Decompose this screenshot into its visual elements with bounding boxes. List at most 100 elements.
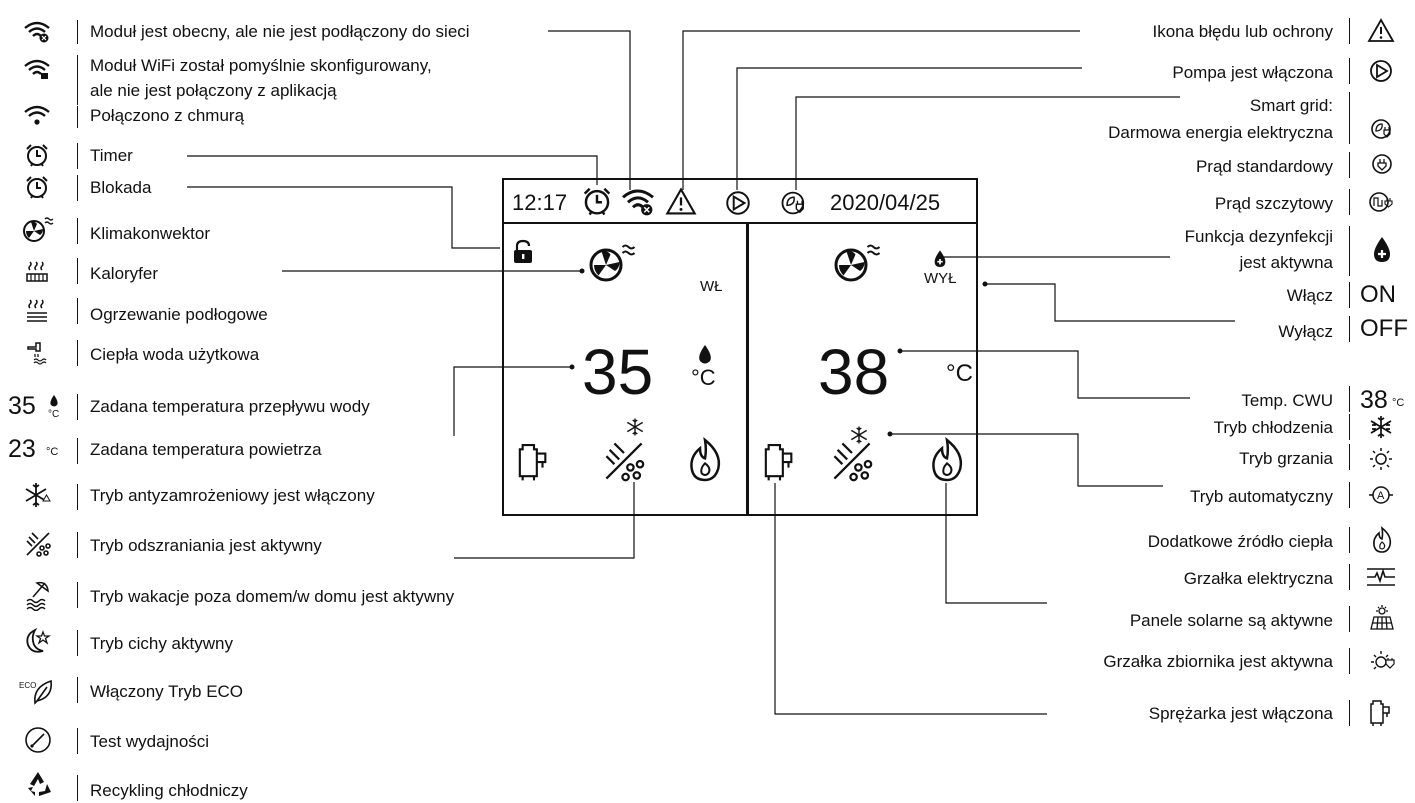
legend-label: Blokada [90,178,152,197]
pump-icon [1366,56,1396,86]
legend-label: Moduł jest obecny, ale nie jest podłączo… [90,22,470,41]
radiator-icon [22,257,52,287]
standard-power-icon [1368,149,1396,179]
defrost-icon [598,436,650,486]
dhw-tap-icon [22,337,52,367]
water-flow-temp-icon: °C [690,342,720,390]
peak-power-icon [1366,187,1398,217]
free-energy-icon [1368,114,1396,144]
legend-label: Darmowa energia elektryczna [1108,123,1333,142]
wifi-module-not-connected-icon [618,184,658,218]
legend-label: Tryb chłodzenia [1213,418,1333,437]
legend-label: Test wydajności [90,732,210,751]
timer-icon [22,140,52,170]
disinfection-icon [1368,234,1396,266]
air-temp-value: 23 [8,435,36,463]
status-bar: 12:17 2020/04/25 [504,180,976,224]
svg-text:ECO: ECO [19,681,36,690]
legend-label: Prąd standardowy [1195,157,1333,176]
legend-label: Ikona błędu lub ochrony [1152,22,1333,41]
timer-icon [580,184,614,218]
legend-label: Wyłącz [1278,322,1333,341]
recycle-icon [22,768,54,800]
legend-label: Tryb odszraniania jest aktywny [90,536,322,555]
eco-mode-icon: ECO [18,676,58,706]
free-energy-icon [779,188,809,218]
legend-label: Pompa jest włączona [1172,63,1333,82]
legend-label: Ogrzewanie podłogowe [90,305,268,324]
legend-label: Tryb cichy aktywny [90,634,233,653]
legend-label: Tryb antyzamrożeniowy jest włączony [90,486,375,505]
legend-label: Połączono z chmurą [90,106,245,125]
cooling-mode-icon [624,416,646,438]
on-value: ON [1360,281,1396,308]
disinfection-icon [930,248,950,270]
off-value: OFF [1360,315,1408,342]
legend-label: Temp. CWU [1241,391,1333,410]
cooling-mode-icon [1366,412,1396,442]
additional-heat-icon [1368,524,1396,556]
legend-label: Kaloryfer [90,264,159,283]
warning-icon [1365,16,1397,46]
water-flow-temp-value: 35 [8,392,36,420]
cooling-mode-icon [848,424,870,446]
line-cooling [890,433,1163,487]
legend-label: Grzałka zbiornika jest aktywna [1103,652,1333,671]
fan-coil-icon [829,240,885,284]
svg-text:°C: °C [46,446,58,458]
svg-text:°C: °C [691,365,716,389]
lock-icon [510,238,536,266]
clock-time: 12:17 [512,190,568,215]
line-defrost [454,482,635,559]
svg-text:°C: °C [48,409,59,418]
legend-label: Timer [90,146,133,165]
air-temp-icon: °C [42,438,66,460]
line-compressor [774,483,1047,715]
wifi-module-not-connected-icon [20,18,54,44]
legend-label: Włącz [1286,286,1333,305]
legend-label: Panele solarne są aktywne [1129,611,1333,630]
line-heater [945,483,1047,604]
zone-divider [746,224,749,516]
heating-mode-icon [1366,443,1396,473]
defrost-icon [826,436,878,486]
line-timer [187,155,598,185]
legend-label: Prąd szczytowy [1214,194,1333,213]
svg-text:A: A [1377,490,1385,502]
legend-label: jest aktywna [1239,253,1333,272]
legend-label: Funkcja dezynfekcji [1184,227,1333,246]
line-pump [736,67,1082,190]
legend-label: Recykling chłodniczy [90,781,248,800]
fan-coil-icon [20,214,56,244]
legend-label: Dodatkowe źródło ciepła [1147,532,1333,551]
controller-screen: 12:17 2020/04/25 WŁ 35 °C [502,178,978,516]
date: 2020/04/25 [830,190,941,215]
legend-label: Tryb wakacje poza domem/w domu jest akty… [90,587,455,606]
pump-icon [723,188,753,218]
warning-icon [664,186,698,218]
auto-mode-icon: A [1366,480,1396,510]
legend-label: Moduł WiFi został pomyślnie skonfigurowa… [90,56,432,75]
floor-heating-icon [22,295,52,325]
legend-label: Smart grid: [1249,96,1333,115]
line-smartgrid [795,96,1180,190]
dhw-temp-value: 38 [1360,386,1388,414]
legend-label: Tryb automatyczny [1190,487,1333,506]
solar-panel-icon [1366,603,1398,635]
fan-coil-icon [584,240,640,284]
right-zone-status: WYŁ [924,270,957,287]
additional-heat-icon [682,434,728,486]
line-flow-temp [453,366,572,436]
dhw-temp-unit: °C [1392,397,1405,409]
left-zone-temp: 35 [582,336,654,408]
performance-test-icon [22,724,54,756]
legend-label: Zadana temperatura przepływu wody [90,397,370,416]
right-zone-unit: °C [946,360,973,387]
holiday-icon [22,578,54,612]
additional-heat-icon [924,434,970,486]
legend-label: Klimakonwektor [90,224,210,243]
tank-heater-icon [1366,646,1398,676]
compressor-icon [514,438,554,486]
line-onoff [985,283,1235,322]
